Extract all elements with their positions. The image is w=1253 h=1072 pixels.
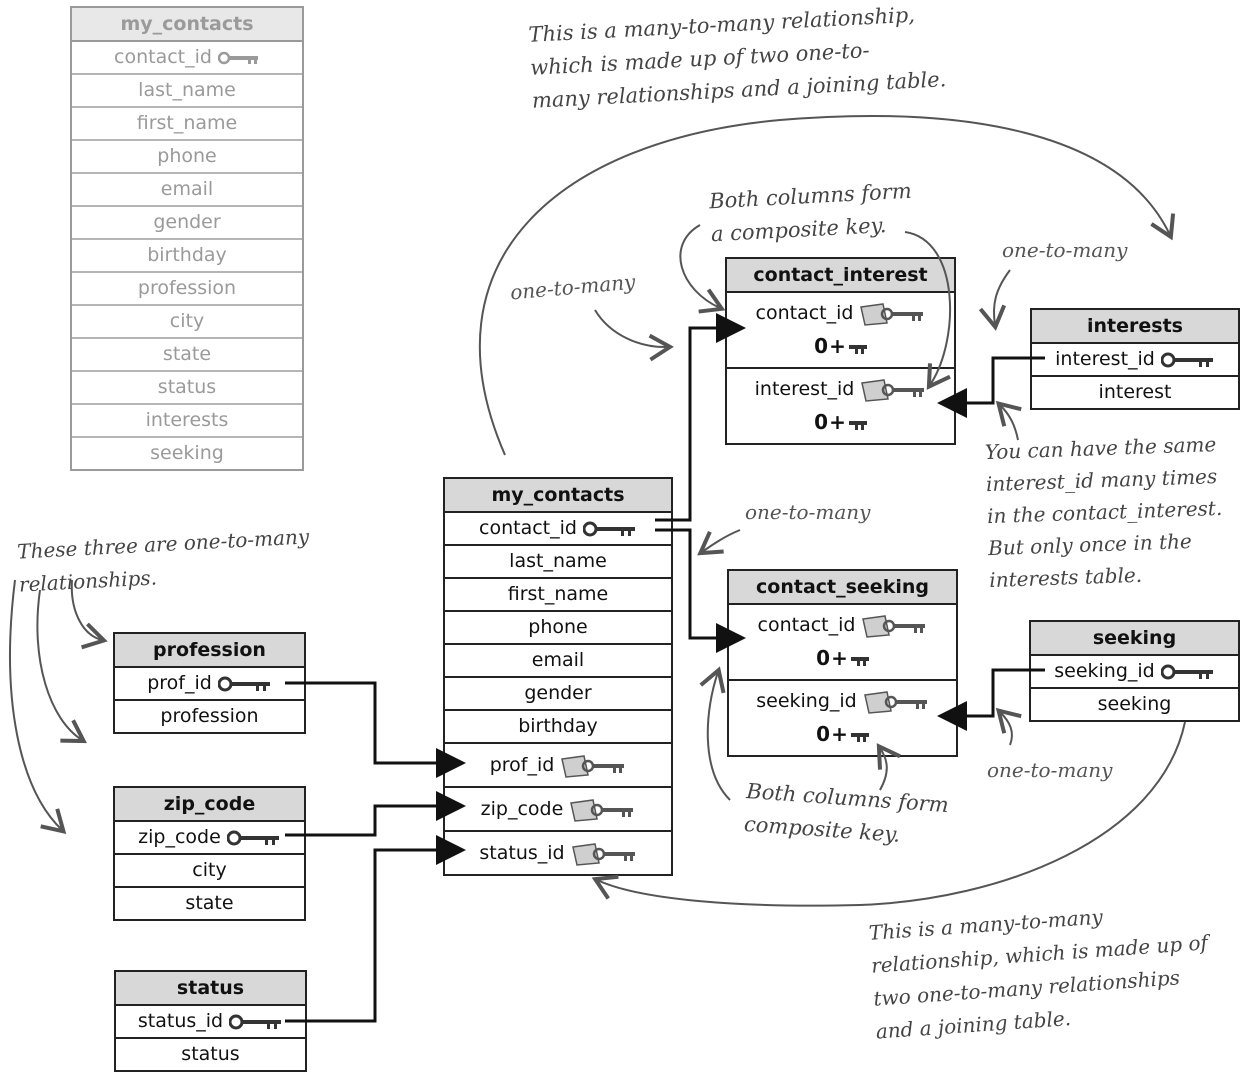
arrow-otm-right (978, 269, 1011, 331)
table-row: seeking_id (1031, 656, 1238, 689)
connector-zip-code (285, 791, 466, 837)
label-one-to-many-right: one-to-many (1002, 238, 1128, 262)
multiplicity-label: 0+ (727, 407, 954, 437)
zip-code-table: zip_code zip_code city state (113, 786, 306, 921)
status-id-fk-row: status_id (445, 832, 671, 874)
table-row: last_name (72, 75, 302, 108)
key-with-tag-icon (561, 754, 625, 778)
key-with-tag-icon (861, 378, 925, 402)
profession-table: profession prof_id profession (113, 632, 306, 734)
faded-my-contacts-table: my_contacts contact_id last_name first_n… (70, 6, 304, 471)
table-header: interests (1032, 310, 1238, 344)
table-row: status (181, 1043, 240, 1065)
table-row: zip_code (115, 822, 304, 855)
table-row: state (185, 892, 234, 914)
table-header: contact_seeking (729, 571, 956, 605)
table-row: gender (445, 678, 671, 711)
key-with-tag-icon (570, 798, 634, 822)
table-row: birthday (72, 240, 302, 273)
key-with-tag-icon (571, 842, 635, 866)
arrow-otm-left (594, 309, 674, 362)
note-composite-bottom: Both columns form composite key. (743, 779, 950, 847)
table-header: my_contacts (72, 8, 302, 42)
key-icon (582, 521, 635, 536)
key-icon (217, 676, 270, 691)
key-icon (850, 732, 869, 742)
interests-table: interests interest_id interest (1030, 308, 1240, 410)
table-header: seeking (1031, 622, 1238, 656)
table-row: last_name (445, 546, 671, 579)
multiplicity-label: 0+ (729, 643, 956, 673)
table-row: status_id (116, 1006, 305, 1039)
table-row: interest (1098, 381, 1172, 403)
my-contacts-table: my_contacts contact_id last_name first_n… (443, 477, 673, 876)
table-row: interests (72, 405, 302, 438)
contact-id-row: contact_id (445, 513, 671, 546)
note-same-interest: You can have the same interest_id many t… (984, 432, 1223, 593)
table-row: phone (445, 612, 671, 645)
key-icon (226, 830, 279, 845)
table-row: contact_id (72, 42, 302, 75)
table-row: city (72, 306, 302, 339)
table-row: city (115, 855, 304, 888)
label-one-to-many-mid: one-to-many (745, 500, 871, 524)
table-row: profession (160, 705, 259, 727)
status-table: status status_id status (114, 970, 307, 1072)
table-header: contact_interest (727, 259, 954, 293)
table-row: seeking (1097, 693, 1172, 715)
table-row: interest_id (1032, 344, 1238, 377)
label-one-to-many-seeking: one-to-many (987, 758, 1113, 782)
key-with-tag-icon (863, 690, 927, 714)
seeking-table: seeking seeking_id seeking (1029, 620, 1240, 722)
multiplicity-label: 0+ (727, 331, 954, 361)
key-icon (850, 656, 869, 666)
table-row: first_name (445, 579, 671, 612)
note-composite-top: Both columns form a composite key. (708, 178, 913, 247)
table-row: birthday (445, 711, 671, 744)
connector-status (285, 835, 466, 1023)
key-icon (1160, 664, 1213, 679)
table-header: status (116, 972, 305, 1006)
table-row: first_name (72, 108, 302, 141)
key-icon (1160, 352, 1213, 367)
table-header: my_contacts (445, 479, 671, 513)
table-header: zip_code (115, 788, 304, 822)
table-row: gender (72, 207, 302, 240)
table-row: phone (72, 141, 302, 174)
arrow-otm-mid (697, 529, 741, 556)
table-row: status (72, 372, 302, 405)
note-three-relationships: These three are one-to-many relationship… (16, 524, 310, 597)
key-with-tag-icon (860, 302, 924, 326)
table-row: profession (72, 273, 302, 306)
key-with-tag-icon (862, 614, 926, 638)
table-row: prof_id (115, 668, 304, 701)
key-icon (217, 51, 258, 64)
arrow-three-3 (9, 579, 67, 835)
zip-code-fk-row: zip_code (445, 788, 671, 832)
arrow-three-2 (36, 589, 87, 744)
connector-profession (285, 681, 466, 778)
table-row: state (72, 339, 302, 372)
key-icon (848, 420, 867, 430)
table-row: seeking (150, 442, 224, 464)
key-icon (848, 344, 867, 354)
multiplicity-label: 0+ (729, 719, 956, 749)
arrow-otm-seeking (995, 707, 1022, 746)
prof-id-fk-row: prof_id (445, 744, 671, 788)
table-row: email (445, 645, 671, 678)
note-bottom-many-to-many: This is a many-to-many relationship, whi… (868, 904, 1209, 1044)
table-header: profession (115, 634, 304, 668)
table-row: email (72, 174, 302, 207)
label-one-to-many-left: one-to-many (509, 269, 637, 305)
note-top-many-to-many: This is a many-to-many relationship, whi… (527, 2, 947, 113)
key-icon (229, 1014, 282, 1029)
